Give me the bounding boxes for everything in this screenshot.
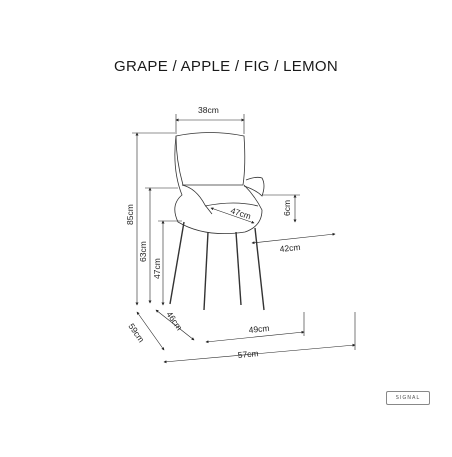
dimension-lines xyxy=(132,114,356,364)
chair-backrest xyxy=(175,132,246,186)
label-leg-depth: 46cm xyxy=(164,309,184,332)
label-seat-height: 47cm xyxy=(152,258,162,279)
chair-arm-right xyxy=(243,176,265,197)
label-arm-height: 63cm xyxy=(138,241,148,262)
label-leg-width: 49cm xyxy=(248,323,270,335)
chair-seat xyxy=(204,202,259,207)
chair-outline xyxy=(169,132,265,311)
label-total-depth: 59cm xyxy=(126,321,146,344)
label-armrest-height: 6cm xyxy=(282,200,292,216)
brand-logo: SIGNAL xyxy=(386,391,430,405)
label-seat-width: 42cm xyxy=(279,242,301,254)
dim-line-total-depth xyxy=(136,311,165,351)
label-top-width: 38cm xyxy=(198,105,219,115)
dim-line-leg-depth xyxy=(155,309,195,341)
chair-leg-front-left xyxy=(169,221,185,305)
label-total-height: 85cm xyxy=(125,204,135,225)
chair-leg-back-right xyxy=(235,231,242,306)
label-total-width: 57cm xyxy=(237,348,259,360)
chair-arm-left xyxy=(181,184,213,215)
dim-line-seat-depth xyxy=(210,207,255,224)
chair-leg-front-right xyxy=(254,227,265,311)
dim-line-seat-width xyxy=(251,232,336,245)
label-seat-depth: 47cm xyxy=(229,205,252,221)
chair-leg-back-left xyxy=(203,231,209,311)
dim-line-leg-width xyxy=(205,330,305,344)
dim-line-total-width xyxy=(163,343,356,364)
product-title: GRAPE / APPLE / FIG / LEMON xyxy=(114,58,338,75)
